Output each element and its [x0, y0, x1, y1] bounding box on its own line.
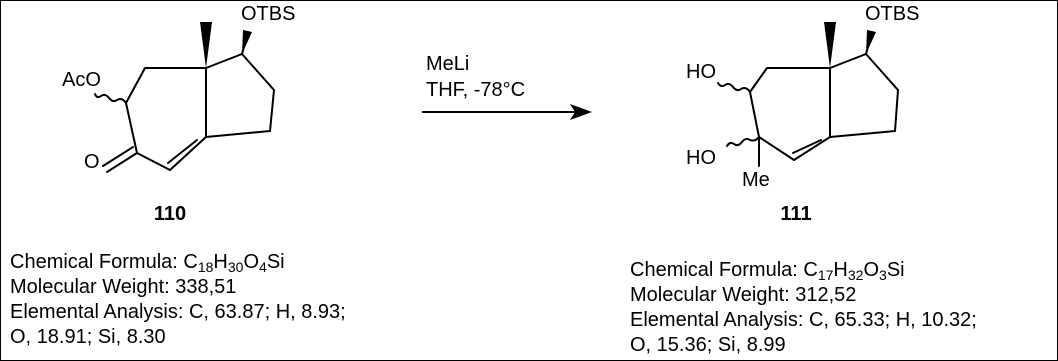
compound-111-formula: Chemical Formula: C17H32O3Si	[630, 258, 977, 283]
compound-111-ho-lower-label: HO	[686, 147, 716, 169]
formula-subscript: 17	[817, 267, 834, 283]
compound-111-ea-line1: Elemental Analysis: C, 65.33; H, 10.32;	[630, 309, 977, 331]
compound-110-id: 110	[154, 203, 186, 225]
conditions-label: THF, -78°C	[426, 79, 525, 101]
formula-element: Si	[266, 251, 285, 273]
reaction-arrowhead	[570, 104, 592, 120]
compound-111-id: 111	[780, 203, 811, 225]
formula-subscript: 3	[879, 267, 887, 283]
compound-110-otbs-label: OTBS	[241, 3, 295, 25]
compound-111-me-label: Me	[742, 169, 770, 191]
formula-subscript: 18	[197, 259, 214, 275]
compound-110-ea-line1: Elemental Analysis: C, 63.87; H, 8.93;	[10, 301, 346, 323]
formula-element: Si	[886, 259, 905, 281]
formula-value: C17H32O3Si	[803, 259, 905, 283]
compound-110-otbs-wedge	[242, 30, 252, 54]
compound-110-mw: Molecular Weight: 338,51	[10, 276, 237, 298]
compound-110-ketone-o-label: O	[84, 151, 100, 173]
formula-label: Chemical Formula:	[630, 259, 804, 281]
compound-111-ea-line2: O, 15.36; Si, 8.99	[630, 334, 786, 356]
compound-111-info: Chemical Formula: C17H32O3Si Molecular W…	[630, 258, 977, 358]
formula-element: C	[803, 259, 818, 281]
compound-111-mw: Molecular Weight: 312,52	[630, 284, 857, 306]
compound-110-ea-line2: O, 18.91; Si, 8.30	[10, 326, 166, 348]
formula-subscript: 30	[227, 259, 244, 275]
compound-110-structure	[94, 31, 275, 173]
compound-111-otbs-wedge	[866, 30, 876, 54]
compound-111-methyl-wedge	[824, 22, 836, 68]
formula-subscript: 32	[847, 267, 864, 283]
compound-110-methyl-wedge	[200, 22, 212, 68]
compound-111-ho-upper-label: HO	[686, 61, 716, 83]
formula-label: Chemical Formula:	[10, 251, 184, 273]
formula-subscript: 4	[259, 259, 267, 275]
formula-element: H	[213, 251, 228, 273]
compound-110-aco-label: AcO	[62, 69, 101, 91]
compound-111-otbs-label: OTBS	[865, 3, 919, 25]
formula-element: C	[183, 251, 198, 273]
formula-element: O	[243, 251, 260, 273]
reagent-label: MeLi	[426, 53, 469, 75]
formula-element: H	[833, 259, 848, 281]
compound-110-formula: Chemical Formula: C18H30O4Si	[10, 250, 346, 275]
formula-element: O	[863, 259, 880, 281]
compound-110-info: Chemical Formula: C18H30O4Si Molecular W…	[10, 250, 346, 350]
formula-value: C18H30O4Si	[183, 251, 285, 275]
compound-111-structure	[717, 31, 899, 167]
